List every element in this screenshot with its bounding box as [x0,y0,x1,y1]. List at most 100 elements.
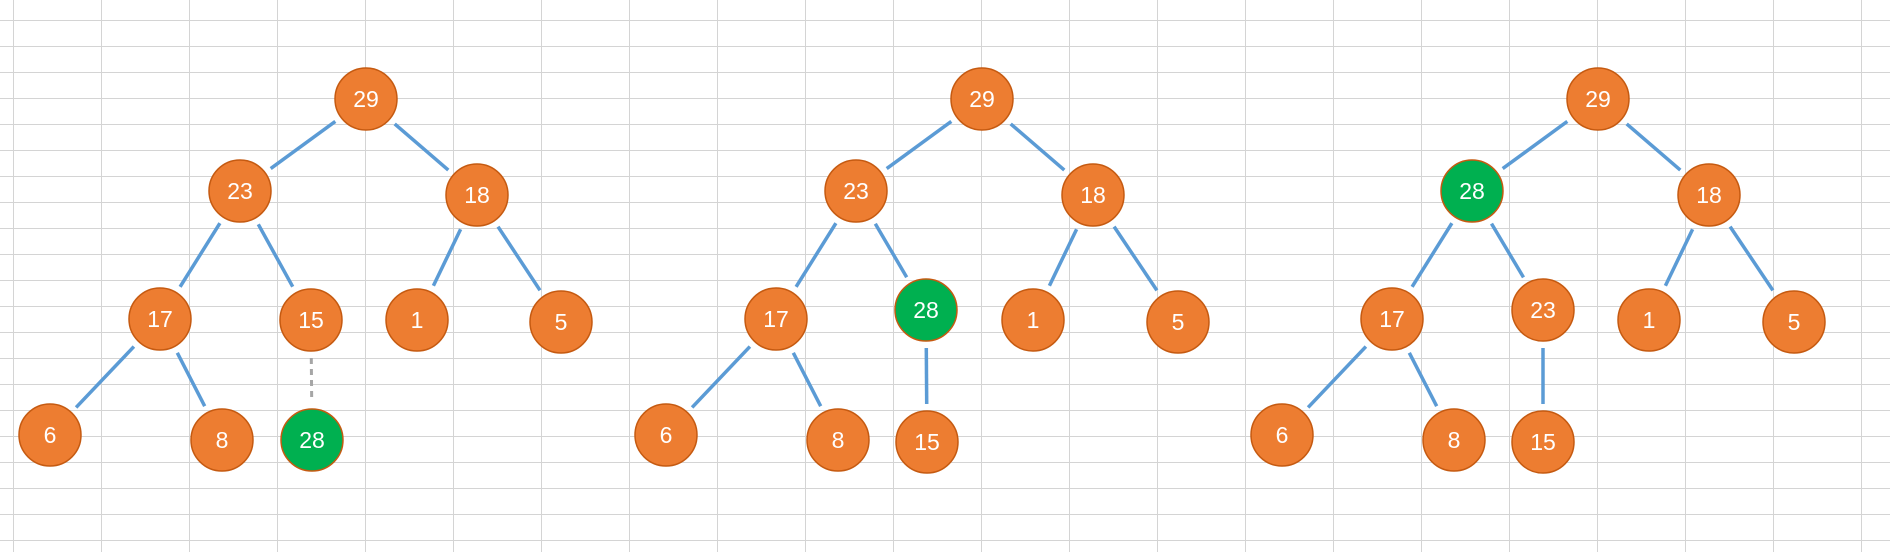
node-circle [744,287,808,351]
node-label: 18 [1696,182,1722,208]
node-label: 15 [298,307,324,333]
tree-edge [794,222,838,288]
tree-edge [1728,225,1775,292]
node-circle [895,410,959,474]
node-label: 17 [1379,306,1405,332]
tree-edge [690,345,752,409]
tree-node: 5 [529,290,593,354]
node-label: 29 [353,86,379,112]
tree-node: 29 [950,67,1014,131]
node-label: 5 [1172,309,1185,335]
node-circle [1250,403,1314,467]
node-circle [529,290,593,354]
node-circle [208,159,272,223]
tree-edge [1663,228,1695,287]
node-label: 1 [1027,307,1040,333]
tree-edge [1306,345,1368,409]
highlighted-node: 28 [894,278,958,342]
tree-edge [496,225,542,292]
tree-edge [1047,228,1079,287]
node-label: 23 [1530,297,1556,323]
tree-edge [791,352,823,407]
node-label: 5 [1788,309,1801,335]
node-circle [385,288,449,352]
tree-node: 8 [1422,408,1486,472]
tree-node: 15 [895,410,959,474]
tree-node: 29 [1566,67,1630,131]
node-circle [445,163,509,227]
node-circle [1422,408,1486,472]
node-circle [1440,159,1504,223]
node-circle [279,288,343,352]
tree-node: 15 [279,288,343,352]
node-label: 6 [44,422,57,448]
tree-node: 15 [1511,410,1575,474]
node-circle [806,408,870,472]
tree-node: 6 [1250,403,1314,467]
tree-edge [1489,222,1526,279]
node-circle [1001,288,1065,352]
node-circle [1677,163,1741,227]
tree-edge [393,122,450,172]
node-circle [894,278,958,342]
tree-node: 18 [1677,163,1741,227]
tree-node: 5 [1146,290,1210,354]
node-label: 17 [147,306,173,332]
node-circle [1511,410,1575,474]
node-label: 1 [411,307,424,333]
tree-edge [256,223,295,288]
node-circle [190,408,254,472]
tree-node: 1 [1617,288,1681,352]
node-label: 1 [1643,307,1656,333]
node-circle [280,408,344,472]
node-circle [1617,288,1681,352]
node-label: 29 [969,86,995,112]
tree-edge [1410,222,1454,288]
tree-edge [1407,352,1439,407]
node-label: 17 [763,306,789,332]
tree-node: 29 [334,67,398,131]
node-label: 8 [832,427,845,453]
tree-edge [269,119,337,171]
node-label: 28 [1459,178,1485,204]
node-label: 29 [1585,86,1611,112]
tree-node: 1 [385,288,449,352]
tree-node: 17 [1360,287,1424,351]
node-label: 5 [555,309,568,335]
node-label: 28 [299,427,325,453]
tree-edge [1009,122,1066,172]
node-label: 6 [1276,422,1289,448]
node-circle [1511,278,1575,342]
tree-edge [1625,122,1682,172]
tree-node: 18 [1061,163,1125,227]
tree-edge [74,345,136,409]
node-label: 8 [1448,427,1461,453]
tree-edge [885,119,953,171]
node-circle [950,67,1014,131]
tree-edge [175,352,207,407]
node-label: 23 [227,178,253,204]
node-label: 23 [843,178,869,204]
node-circle [334,67,398,131]
tree-edge [431,228,463,287]
tree-node: 6 [634,403,698,467]
highlighted-node: 28 [280,408,344,472]
node-circle [18,403,82,467]
tree-node: 17 [744,287,808,351]
node-circle [128,287,192,351]
tree-edge [1501,119,1569,171]
node-label: 28 [913,297,939,323]
tree-node: 23 [1511,278,1575,342]
tree-node: 8 [190,408,254,472]
node-circle [1146,290,1210,354]
tree-edge [178,222,222,288]
node-label: 15 [914,429,940,455]
node-circle [634,403,698,467]
tree-node: 5 [1762,290,1826,354]
tree-node: 23 [824,159,888,223]
node-circle [1061,163,1125,227]
